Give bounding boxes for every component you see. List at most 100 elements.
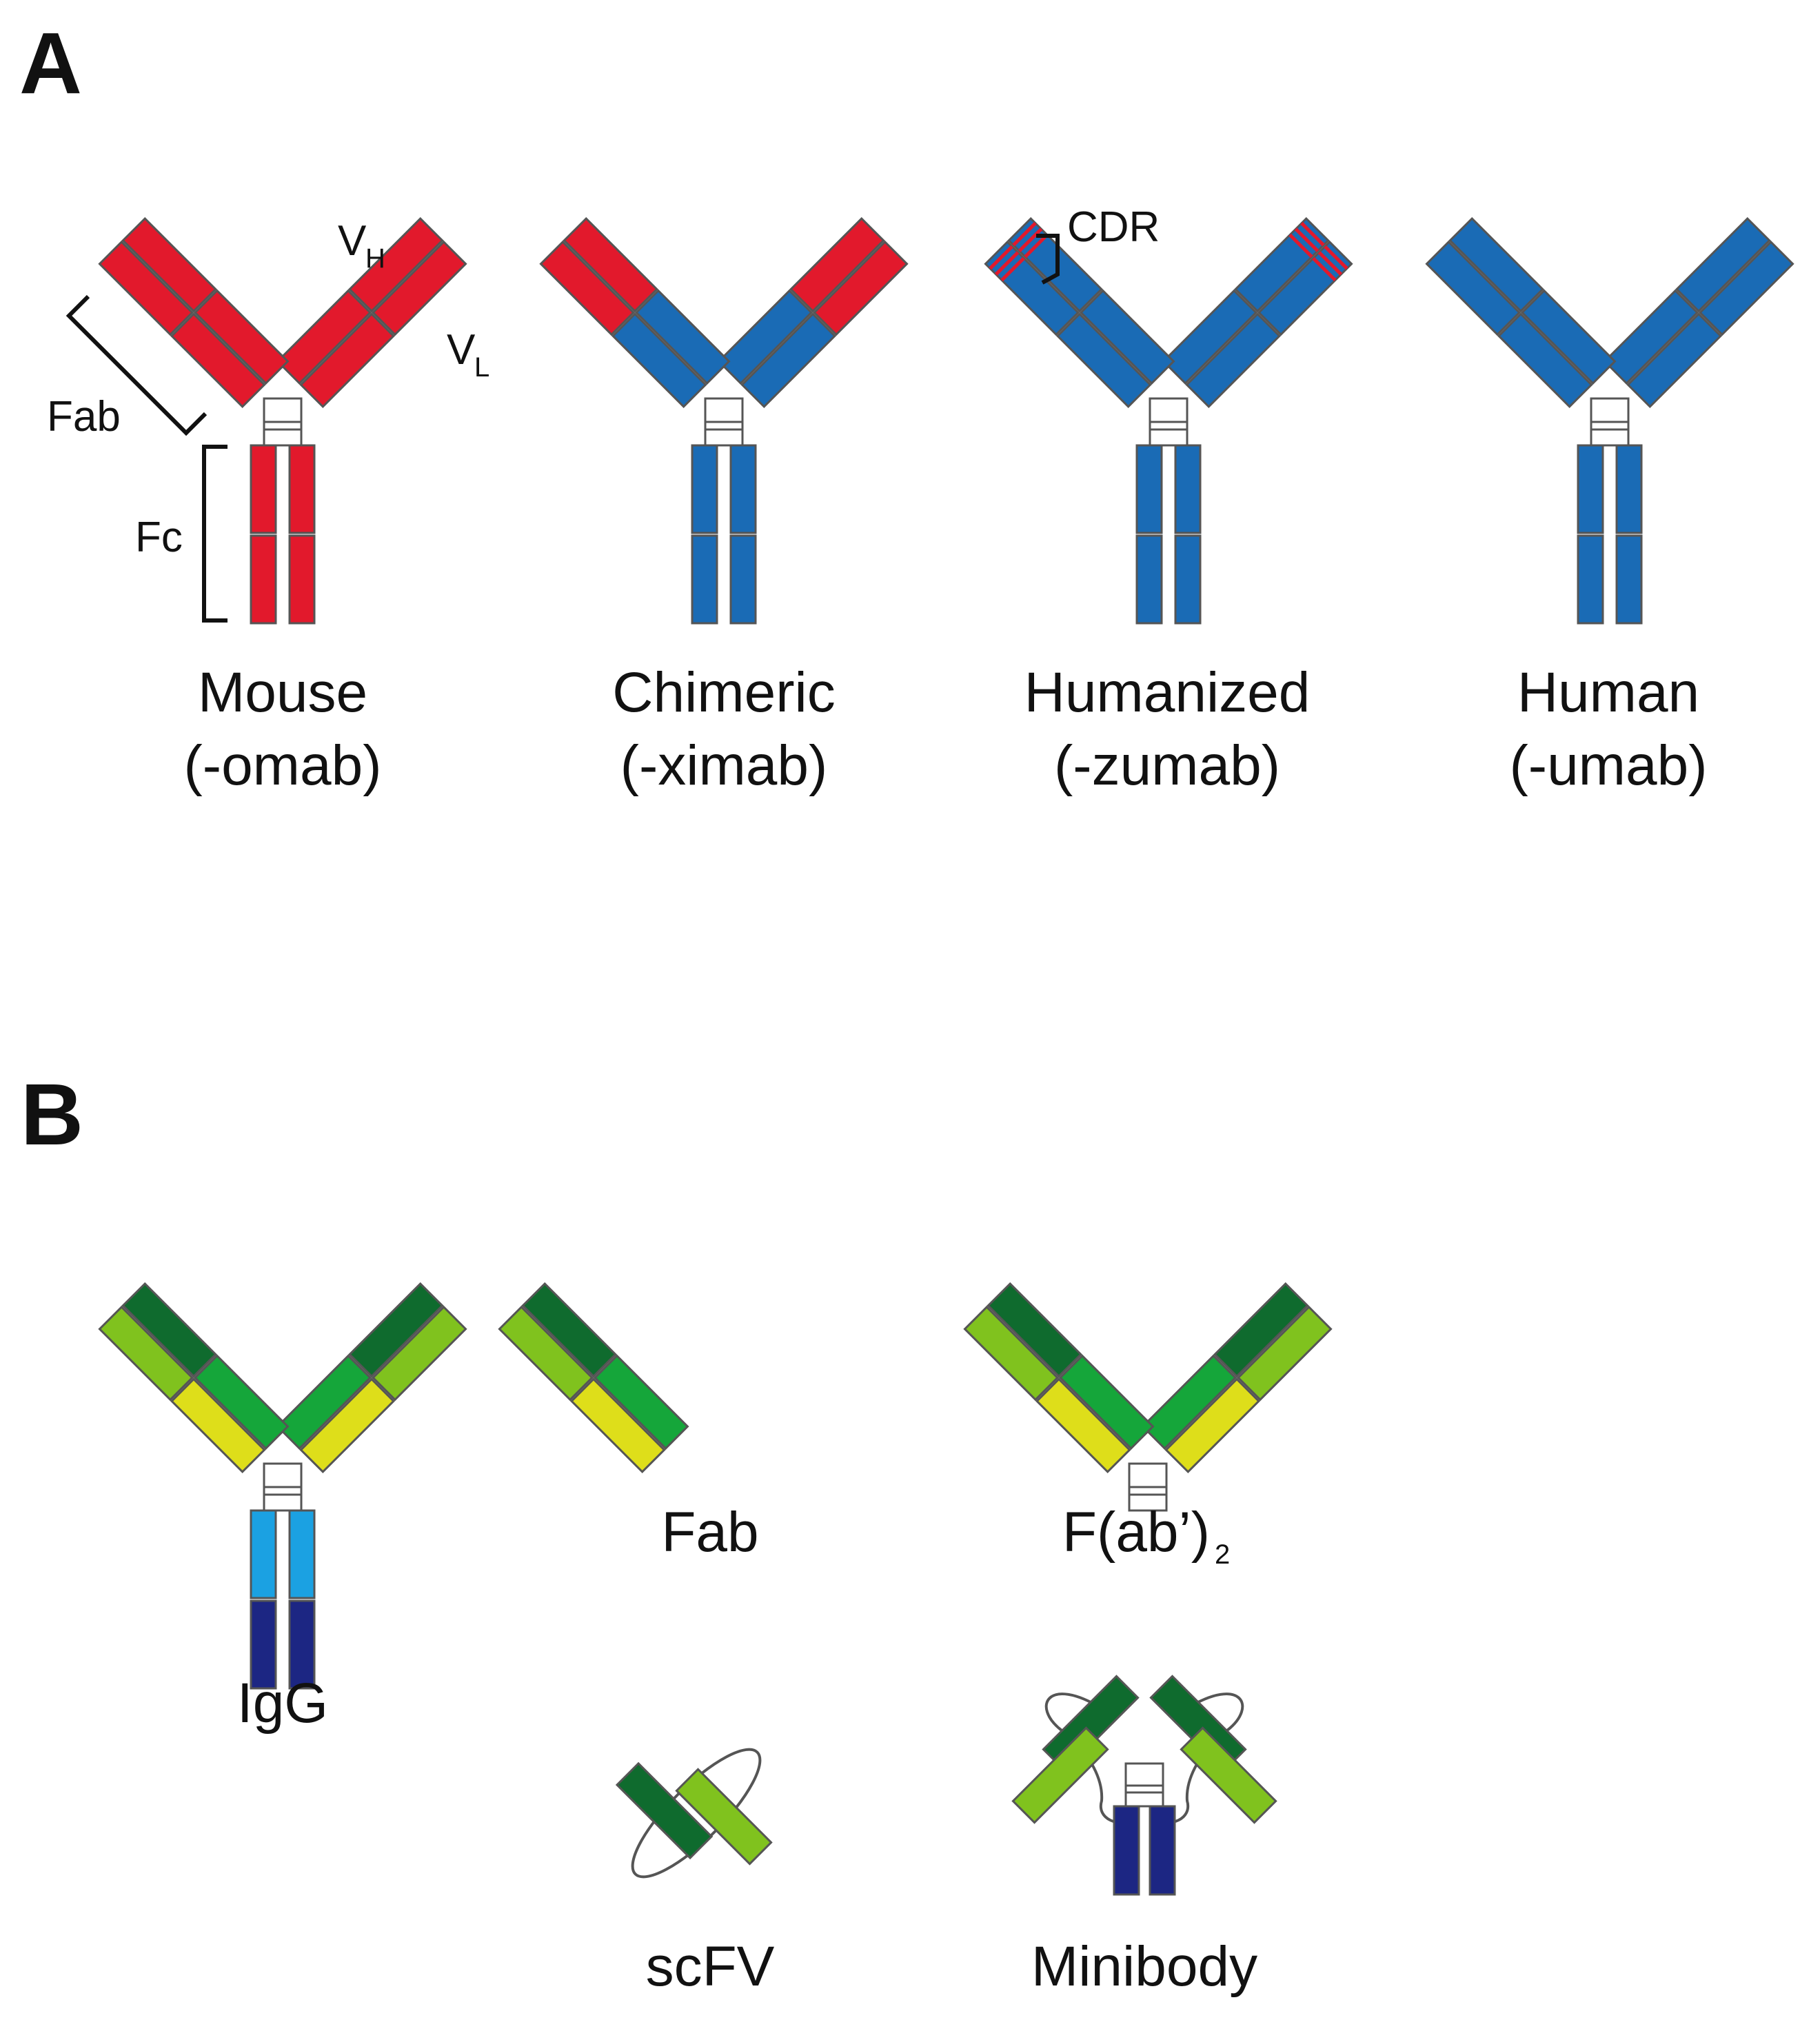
fab-ch1	[121, 216, 217, 313]
domain-block	[963, 1305, 1059, 1402]
domain-block	[729, 444, 757, 534]
human-suffix: (-umab)	[1509, 734, 1707, 797]
domain-block	[1237, 1305, 1333, 1402]
svg-text:V: V	[338, 217, 367, 265]
domain-block	[634, 289, 731, 385]
fab2-label: F(ab’) 2	[1062, 1501, 1230, 1570]
domain-block	[98, 1305, 194, 1402]
fab-label: Fab	[47, 393, 121, 441]
humanized-name: Humanized	[1024, 661, 1311, 724]
svg-text:F(ab’): F(ab’)	[1062, 1501, 1210, 1564]
domain-block	[1425, 240, 1521, 336]
vh-label: V H	[338, 217, 385, 274]
fab-cl	[372, 240, 467, 336]
domain-block	[615, 1761, 714, 1860]
chimeric-name: Chimeric	[612, 661, 835, 724]
igg-label: IgG	[237, 1672, 328, 1735]
domain-block	[121, 1282, 217, 1378]
domain-block	[1497, 312, 1593, 409]
domain-block	[1675, 216, 1771, 313]
fab2-format	[963, 1282, 1333, 1512]
domain-block	[1577, 534, 1604, 625]
humanized-suffix: (-zumab)	[1054, 734, 1280, 797]
panel-b-letter: B	[21, 1066, 83, 1163]
domain-block	[593, 1354, 689, 1451]
minibody-label: Minibody	[1031, 1935, 1257, 1998]
human-name: Human	[1517, 661, 1699, 724]
mouse-antibody	[98, 216, 467, 625]
domain-block	[348, 1282, 444, 1378]
fc-ch3	[288, 534, 316, 625]
domain-block	[1079, 289, 1175, 385]
fab-ch1	[348, 216, 444, 313]
scfv-label: scFV	[646, 1935, 775, 1998]
domain-block	[789, 216, 885, 313]
cdr-bracket	[1036, 234, 1060, 285]
domain-block	[1035, 1377, 1131, 1474]
domain-block	[1626, 312, 1722, 409]
mouse-suffix: (-omab)	[183, 734, 381, 797]
domain-block	[1058, 1354, 1155, 1451]
fab-vh	[193, 289, 290, 385]
domain-block	[1699, 240, 1794, 336]
domain-block	[170, 1377, 266, 1474]
domain-block	[288, 1599, 316, 1690]
svg-text:H: H	[365, 243, 385, 274]
fab-format	[498, 1282, 689, 1474]
domain-block	[740, 312, 836, 409]
domain-block	[1615, 534, 1643, 625]
igg-format	[98, 1282, 467, 1690]
domain-block	[1113, 1805, 1140, 1896]
domain-block	[1174, 534, 1202, 625]
cdr-stripes	[1288, 221, 1348, 282]
mouse-name: Mouse	[198, 661, 367, 724]
domain-block	[1234, 216, 1330, 313]
domain-block	[521, 1282, 617, 1378]
domain-block	[1615, 444, 1643, 534]
domain-block	[1520, 289, 1617, 385]
chimeric-antibody	[539, 216, 909, 625]
domain-block	[1213, 1282, 1309, 1378]
domain-block	[1011, 1726, 1109, 1824]
domain-block	[675, 1768, 773, 1866]
scfv-format	[615, 1748, 773, 1879]
domain-block	[250, 1509, 277, 1599]
fab-vl	[170, 312, 266, 409]
fab-cl	[98, 240, 194, 336]
domain-block	[563, 216, 658, 313]
domain-block	[1180, 1726, 1277, 1824]
panel-a-letter: A	[19, 14, 82, 112]
domain-block	[717, 289, 813, 385]
domain-block	[570, 1377, 666, 1474]
domain-block	[1162, 289, 1258, 385]
fc-ch2	[250, 444, 277, 534]
domain-block	[1135, 444, 1163, 534]
fc-bracket	[202, 445, 228, 623]
domain-block	[1141, 1354, 1237, 1451]
chimeric-suffix: (-ximab)	[620, 734, 828, 797]
vl-label: V L	[447, 326, 489, 383]
domain-block	[691, 534, 718, 625]
domain-block	[372, 1305, 467, 1402]
domain-block	[1603, 289, 1699, 385]
domain-block	[1577, 444, 1604, 534]
domain-block	[1135, 534, 1163, 625]
domain-block	[1174, 444, 1202, 534]
domain-block	[288, 1509, 316, 1599]
fc-ch3	[250, 534, 277, 625]
svg-text:2: 2	[1215, 1539, 1230, 1570]
fab-vl	[299, 312, 395, 409]
minibody-format	[1011, 1675, 1277, 1896]
svg-text:L: L	[474, 352, 489, 383]
domain-block	[1164, 1377, 1260, 1474]
domain-block	[1257, 240, 1353, 336]
human-antibody	[1425, 216, 1794, 625]
domain-block	[987, 1282, 1082, 1378]
domain-block	[813, 240, 909, 336]
domain-block	[691, 444, 718, 534]
domain-block	[611, 312, 707, 409]
domain-block	[250, 1599, 277, 1690]
domain-block	[729, 534, 757, 625]
domain-block	[1007, 216, 1103, 313]
